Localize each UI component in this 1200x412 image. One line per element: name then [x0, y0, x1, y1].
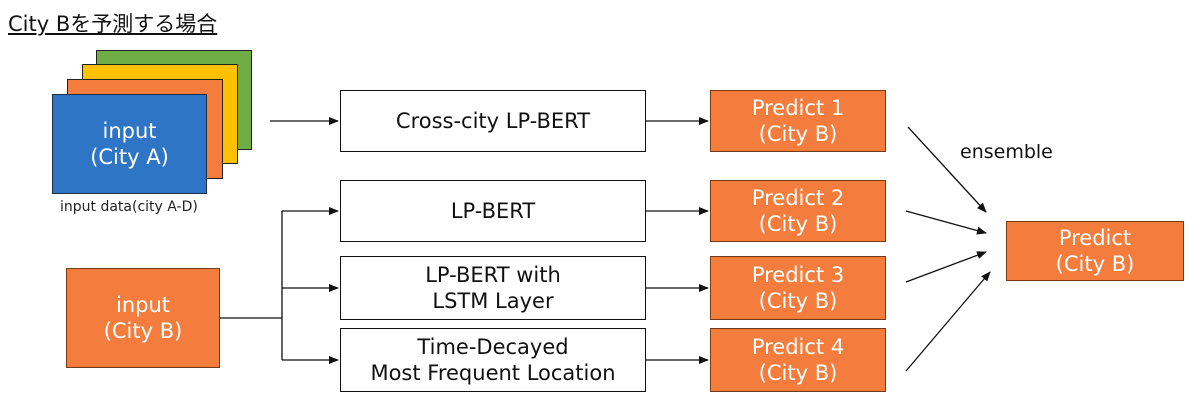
input-city-a-line2: (City A): [90, 145, 169, 169]
arrow-predict1-to-final: [907, 126, 987, 213]
predict-2-box: Predict 2 (City B): [710, 180, 886, 242]
model-box-lp-bert-lstm: LP-BERT with LSTM Layer: [340, 256, 646, 320]
model-4-line2: Most Frequent Location: [370, 361, 616, 385]
predict-4-line2: (City B): [758, 361, 838, 385]
model-box-cross-city-lp-bert: Cross-city LP-BERT: [340, 90, 646, 152]
input-city-b-line1: input: [115, 292, 171, 317]
predict-1-line1: Predict 1: [751, 95, 845, 120]
model-3-line1: LP-BERT with: [425, 262, 561, 287]
model-3-line2: LSTM Layer: [432, 289, 554, 313]
page-title: City Bを予測する場合: [8, 12, 218, 36]
final-predict-line2: (City B): [1055, 252, 1135, 276]
input-city-a-line1: input: [102, 118, 157, 143]
arrow-predict2-to-final: [905, 210, 987, 235]
input-city-b-box: input (City B): [66, 268, 220, 368]
predict-3-line1: Predict 3: [751, 262, 845, 287]
predict-2-line2: (City B): [758, 212, 838, 236]
model-2-line1: LP-BERT: [450, 198, 536, 223]
predict-3-line2: (City B): [758, 289, 838, 313]
arrow-predict4-to-final: [905, 271, 991, 372]
ensemble-label: ensemble: [960, 141, 1053, 163]
input-city-b-line2: (City B): [103, 319, 183, 343]
predict-1-line2: (City B): [758, 122, 838, 146]
input-stack-caption: input data(city A-D): [60, 199, 198, 215]
predict-2-line1: Predict 2: [751, 185, 845, 210]
predict-4-line1: Predict 4: [751, 334, 845, 359]
arrow-predict3-to-final: [905, 251, 987, 283]
model-box-lp-bert: LP-BERT: [340, 180, 646, 242]
final-predict-line1: Predict: [1058, 225, 1132, 250]
predict-3-box: Predict 3 (City B): [710, 256, 886, 320]
model-1-line1: Cross-city LP-BERT: [395, 108, 591, 133]
final-predict-box: Predict (City B): [1006, 221, 1184, 281]
predict-4-box: Predict 4 (City B): [710, 328, 886, 392]
model-box-time-decayed-mfl: Time-Decayed Most Frequent Location: [340, 328, 646, 392]
model-4-line1: Time-Decayed: [417, 334, 569, 359]
input-city-a-box: input (City A): [52, 94, 207, 194]
predict-1-box: Predict 1 (City B): [710, 90, 886, 152]
